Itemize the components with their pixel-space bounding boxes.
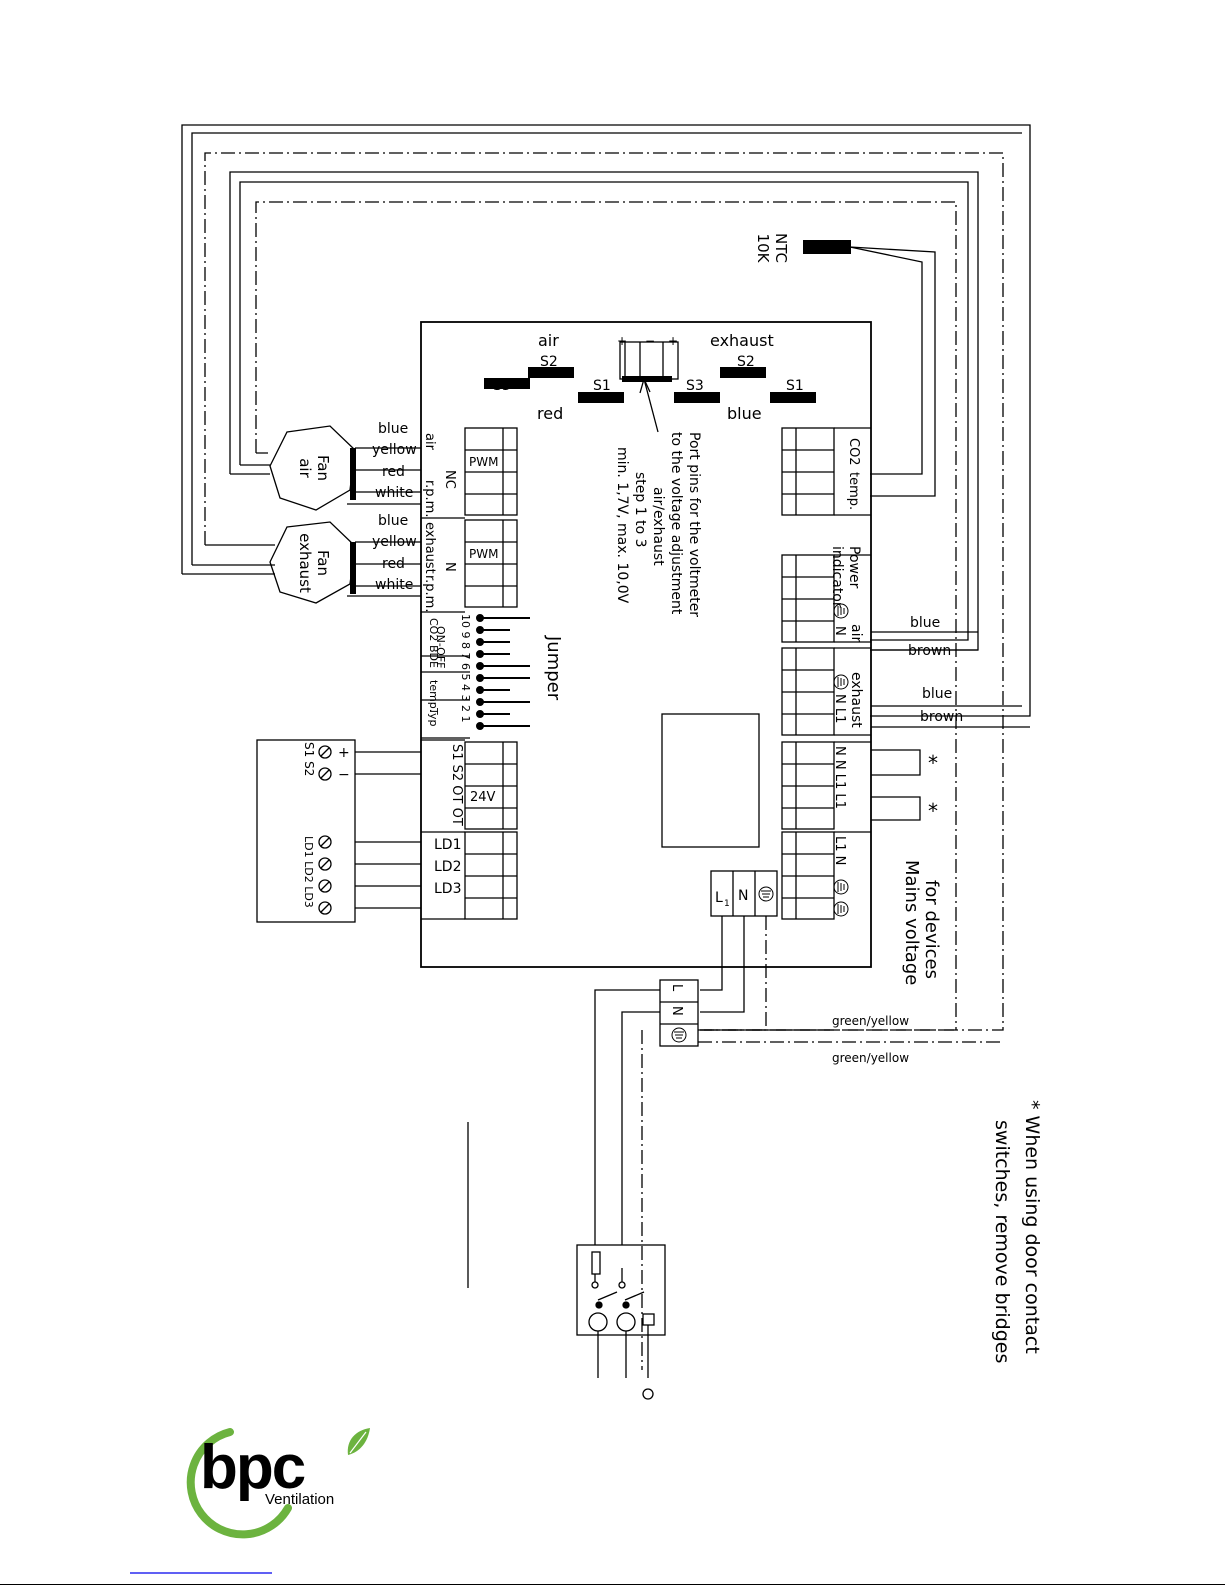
fan-air-wire-white: white	[375, 485, 413, 501]
top-exhaust-label: exhaust	[710, 331, 774, 350]
jumper-label-temp: temp.	[427, 680, 440, 712]
right-mains-pins: L1 N	[832, 836, 847, 865]
left-air-rpm: r.p.m.	[422, 480, 437, 517]
left-air-label: air	[422, 433, 437, 451]
right-temp: temp.	[846, 472, 861, 510]
ld2-label: LD2	[434, 859, 462, 875]
right-bridge-pins: N N L1 L1	[832, 746, 847, 809]
jumper-air-s3: S3	[493, 378, 511, 394]
right-power-1: Power	[846, 546, 862, 589]
pin-plus-2: +	[668, 334, 678, 348]
wire-label-blue-1: blue	[910, 615, 940, 631]
jumper-label-typ: Typ	[427, 707, 440, 727]
left-exhaust-pwm: PWM	[469, 547, 498, 561]
wire-label-green-yellow-2: green/yellow	[832, 1051, 909, 1065]
jumper-pins	[476, 614, 530, 730]
jumper-label-bde: BDE	[427, 645, 440, 668]
fan-exhaust-wire-red: red	[382, 556, 405, 572]
jumper-exhaust-s2: S2	[737, 354, 755, 370]
bpc-logo: bpc Ventilation	[186, 1428, 370, 1539]
bridge-star-1: *	[928, 751, 938, 775]
voltmeter-note-1: Port pins for the voltmeter	[686, 432, 702, 617]
jumper-exhaust-s1: S1	[786, 378, 804, 394]
mains-board-l1-sub: 1	[724, 899, 730, 909]
mains-voltage-label-1: Mains voltage	[901, 860, 922, 985]
top-blue-label: blue	[727, 404, 762, 423]
control-plus: +	[338, 745, 350, 761]
mains-board-n: N	[738, 888, 748, 904]
voltmeter-note-2: to the voltage adjustment	[668, 432, 684, 615]
fan-exhaust-wire-white: white	[375, 577, 413, 593]
jumper-label-co2: CO2	[427, 618, 440, 641]
left-exhaust-n: N	[442, 562, 457, 572]
fan-air-wire-yellow: yellow	[372, 442, 417, 458]
fan-air-wire-red: red	[382, 464, 405, 480]
ld3-label: LD3	[434, 881, 462, 897]
fan-air-label-2: air	[296, 458, 314, 478]
right-exhaust-pins: N L1	[832, 694, 847, 723]
door-note-line-1: * When using door contact	[1021, 1100, 1043, 1354]
fan-exhaust-wire-blue: blue	[378, 513, 408, 529]
mains-board-l1: L	[715, 890, 723, 906]
ntc-label: NTC	[772, 233, 790, 263]
ld1-label: LD1	[434, 837, 462, 853]
pin-plus-1: +	[617, 334, 627, 348]
jumper-exhaust-s3: S3	[686, 378, 704, 394]
switch-labels: S1 S2 OT OT	[449, 744, 464, 826]
fan-exhaust-wire-yellow: yellow	[372, 534, 417, 550]
bridge-star-2: *	[928, 799, 938, 823]
right-power-2: indicator	[829, 546, 845, 608]
jumper-air-s1: S1	[593, 378, 611, 394]
pin-minus: −	[645, 334, 655, 348]
right-air-pins: N	[832, 626, 847, 636]
mains-block-n: N	[669, 1006, 684, 1016]
wire-label-green-yellow-1: green/yellow	[832, 1014, 909, 1028]
right-exhaust: exhaust	[848, 672, 864, 728]
mains-block-l: L	[669, 984, 684, 992]
wire-label-brown-1: brown	[908, 643, 951, 659]
left-air-nc: NC	[442, 470, 457, 489]
wire-label-brown-2: brown	[920, 709, 963, 725]
fan-exhaust-label: Fan	[314, 550, 332, 576]
door-note-line-2: switches, remove bridges	[991, 1120, 1013, 1363]
control-s-labels: S1 S2	[302, 742, 316, 776]
top-red-label: red	[537, 404, 563, 423]
fan-air-label: Fan	[314, 455, 332, 481]
logo-text: bpc	[200, 1433, 305, 1502]
wire-label-blue-2: blue	[922, 686, 952, 702]
right-air: air	[848, 624, 864, 642]
mains-voltage-label-2: for devices	[921, 880, 942, 979]
right-co2: CO2	[846, 438, 861, 466]
voltmeter-note-4: step 1 to 3	[632, 472, 648, 548]
fan-exhaust-label-2: exhaust	[296, 533, 314, 593]
voltmeter-note-3: air/exhaust	[650, 487, 666, 566]
jumper-label-onoff: ON-OFF	[434, 626, 447, 668]
left-exhaust-rpm: r.p.m.	[422, 575, 437, 612]
control-minus: −	[338, 767, 350, 783]
ntc-value: 10K	[754, 234, 772, 264]
voltmeter-note-5: min. 1,7V, max. 10,0V	[614, 447, 630, 604]
jumper-title: Jumper	[543, 635, 564, 701]
jumper-numbers: 10 9 8 7 6 5 4 3 2 1	[459, 614, 472, 722]
top-air-label: air	[538, 331, 559, 350]
left-air-pwm: PWM	[469, 455, 498, 469]
fan-air-wire-blue: blue	[378, 421, 408, 437]
jumper-air-s2: S2	[540, 354, 558, 370]
label-24v: 24V	[470, 790, 496, 805]
control-ld-labels: LD1 LD2 LD3	[302, 836, 315, 908]
logo-subtext: Ventilation	[265, 1491, 334, 1508]
left-exhaust-label: exhaust	[422, 522, 437, 574]
